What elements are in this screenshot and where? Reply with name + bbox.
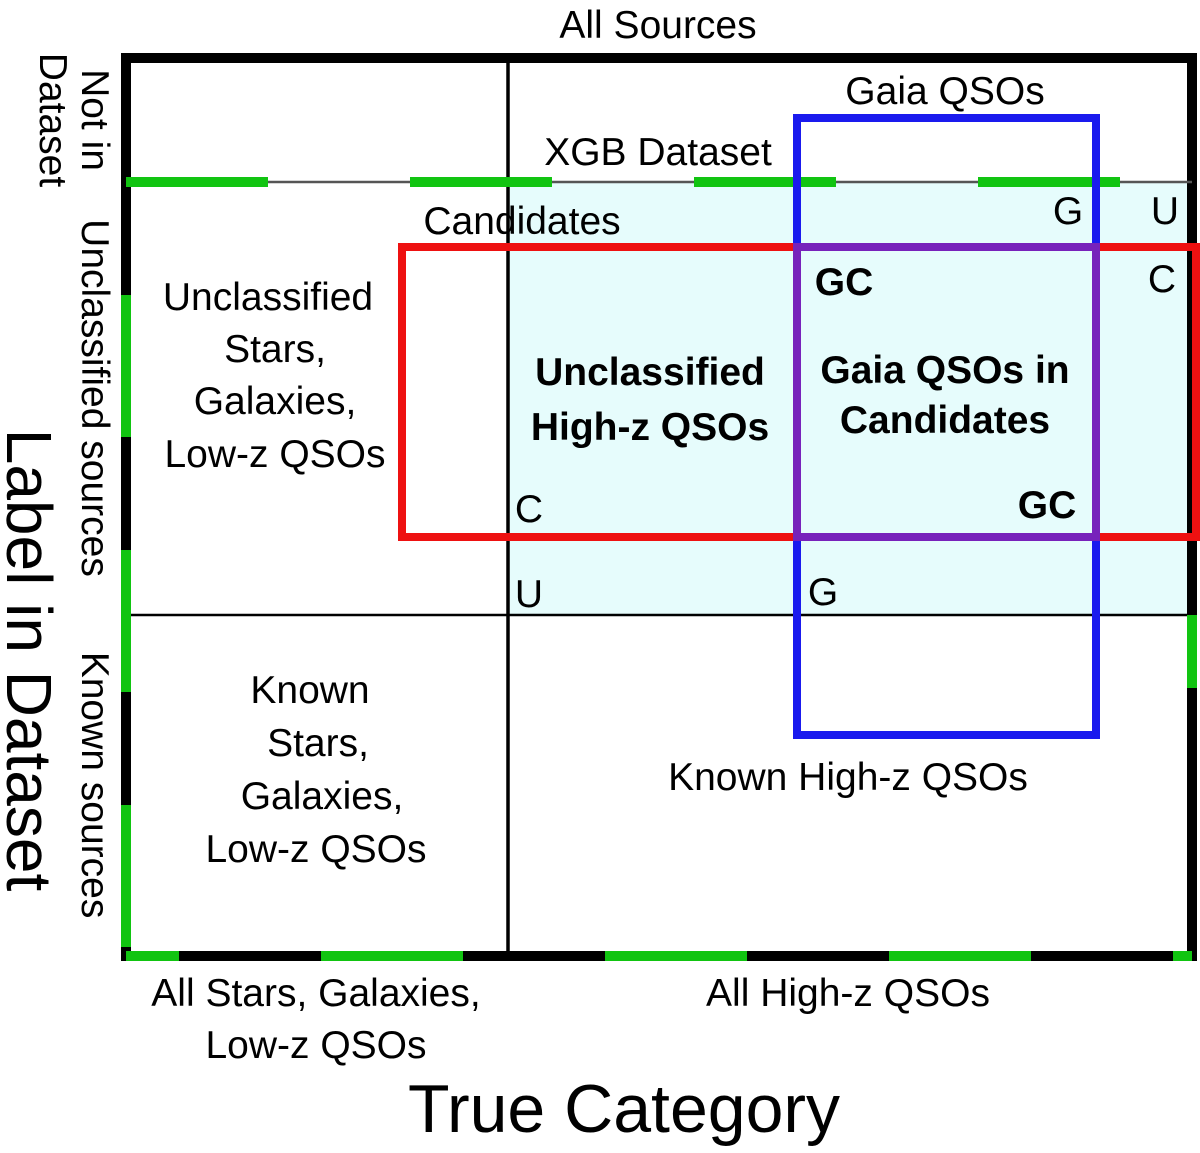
unclassified-highz-fill: [508, 183, 1190, 615]
region-line: Candidates: [840, 399, 1050, 442]
x-category-left-line2: Low-z QSOs: [205, 1024, 426, 1067]
region-line: Known: [250, 669, 369, 712]
region-known-high: Known High-z QSOs: [668, 756, 1028, 799]
y-category-known: Known sources: [73, 652, 116, 919]
marker-g-bottom: G: [808, 571, 838, 614]
gaia-candidates-overlap: [793, 243, 1100, 541]
region-line: Low-z QSOs: [164, 433, 385, 476]
region-known-low: Known Stars, Galaxies, Low-z QSOs: [205, 669, 426, 871]
region-line: Unclassified: [163, 276, 373, 319]
marker-u-bottom: U: [515, 573, 543, 616]
xgb-dataset-boundary: [121, 177, 1197, 961]
marker-c-left: C: [515, 488, 543, 531]
region-line: Stars,: [224, 328, 326, 371]
y-axis-title: Label in Dataset: [0, 429, 65, 892]
candidates-label: Candidates: [423, 200, 620, 243]
marker-g-top: G: [1053, 190, 1083, 233]
region-line: High-z QSOs: [531, 406, 769, 449]
y-category-not-in-dataset-2: Dataset: [31, 53, 74, 188]
region-unclassified-high: Unclassified High-z QSOs: [531, 351, 769, 449]
region-line: Stars,: [267, 722, 369, 765]
region-line: Galaxies,: [241, 775, 404, 818]
x-category-right: All High-z QSOs: [706, 972, 990, 1015]
top-title: All Sources: [559, 4, 756, 47]
marker-u-top: U: [1151, 190, 1179, 233]
region-unclassified-low: Unclassified Stars, Galaxies, Low-z QSOs: [163, 276, 386, 476]
x-axis-title: True Category: [408, 1071, 840, 1147]
region-line: Low-z QSOs: [205, 828, 426, 871]
region-line: Unclassified: [535, 351, 765, 394]
x-category-left-line1: All Stars, Galaxies,: [151, 972, 480, 1015]
y-category-not-in-dataset-1: Not in: [73, 69, 116, 171]
region-line: Gaia QSOs in: [820, 349, 1069, 392]
xgb-dataset-label: XGB Dataset: [544, 131, 772, 174]
marker-gc-bottom: GC: [1018, 484, 1077, 527]
y-category-unclassified: Unclassified sources: [73, 219, 116, 577]
region-line: Galaxies,: [194, 380, 357, 423]
region-gaia-in-candidates: Gaia QSOs in Candidates: [820, 349, 1069, 442]
gaia-qsos-label: Gaia QSOs: [845, 70, 1044, 113]
marker-gc-top: GC: [815, 261, 874, 304]
marker-c-right: C: [1148, 258, 1176, 301]
